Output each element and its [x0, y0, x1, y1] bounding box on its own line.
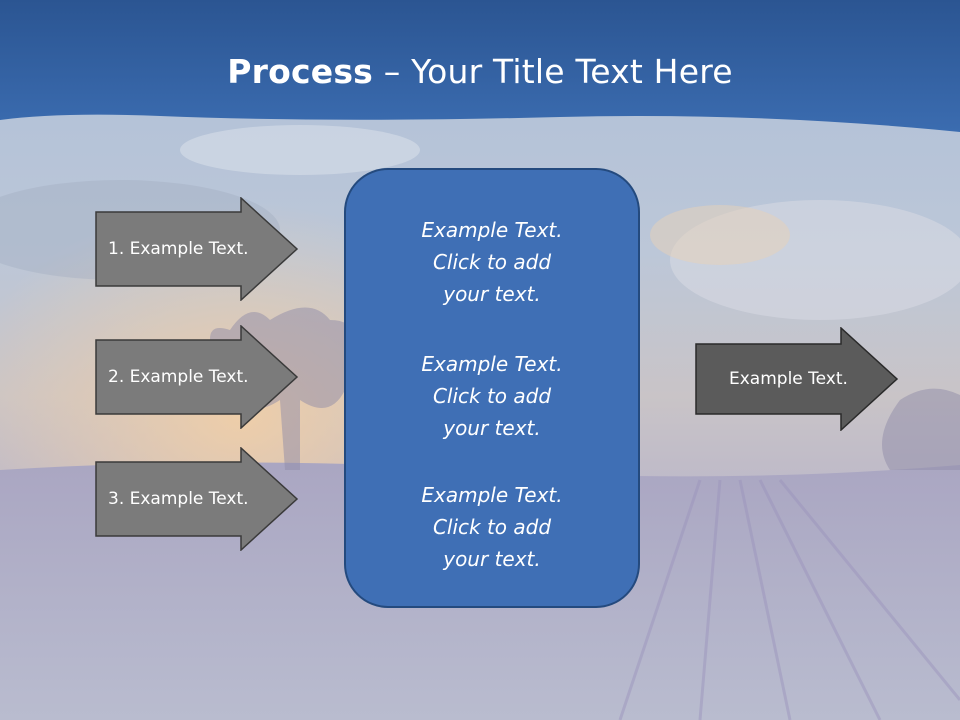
arrow-right-icon — [95, 325, 299, 429]
process-text-block: Example Text. Click to add your text. — [346, 214, 638, 310]
arrow-right-icon — [95, 447, 299, 551]
input-arrow-label: 2. Example Text. — [108, 367, 249, 387]
process-text-line: Example Text. — [421, 218, 563, 242]
process-text-line: your text. — [443, 547, 541, 571]
input-arrow-3: 3. Example Text. — [95, 447, 299, 551]
output-arrow: Example Text. — [695, 327, 899, 431]
process-text-line: Click to add — [432, 384, 552, 408]
process-text-line: Example Text. — [421, 352, 563, 376]
process-text-block: Example Text. Click to add your text. — [346, 479, 638, 575]
process-box: Example Text. Click to add your text. Ex… — [344, 168, 640, 608]
input-arrow-2: 2. Example Text. — [95, 325, 299, 429]
arrow-right-icon — [695, 327, 899, 431]
input-arrow-label: 1. Example Text. — [108, 239, 249, 259]
output-arrow-label: Example Text. — [729, 369, 848, 389]
process-text-line: your text. — [443, 416, 541, 440]
process-text-line: your text. — [443, 282, 541, 306]
slide-title: Process – Your Title Text Here — [0, 52, 960, 91]
title-bold: Process — [227, 52, 374, 91]
process-text-line: Click to add — [432, 250, 552, 274]
title-rest: – Your Title Text Here — [373, 52, 733, 91]
process-text-block: Example Text. Click to add your text. — [346, 348, 638, 444]
process-text-line: Example Text. — [421, 483, 563, 507]
input-arrow-1: 1. Example Text. — [95, 197, 299, 301]
arrow-right-icon — [95, 197, 299, 301]
process-text-line: Click to add — [432, 515, 552, 539]
input-arrow-label: 3. Example Text. — [108, 489, 249, 509]
